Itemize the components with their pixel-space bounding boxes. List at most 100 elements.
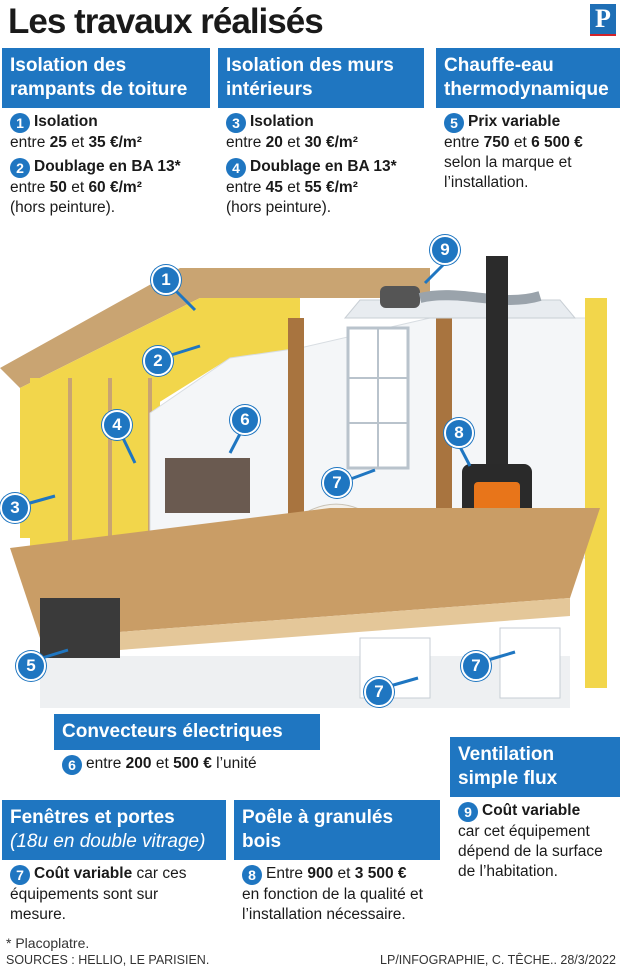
description: car ces équipements sont sur mesure. — [10, 865, 187, 923]
text: entre — [10, 134, 50, 151]
value: 900 — [307, 865, 334, 882]
note: (hors peinture). — [10, 199, 116, 216]
page-title: Les travaux réalisés — [8, 2, 324, 41]
house-cutaway-illustration — [0, 256, 607, 708]
text: entre — [444, 134, 484, 151]
item-label: Doublage en BA 13* — [250, 158, 397, 175]
marker-3: 3 — [0, 493, 30, 523]
value: 500 € — [173, 755, 212, 772]
text: entre — [10, 179, 50, 196]
value: 200 — [125, 755, 152, 772]
text: et — [509, 134, 532, 151]
text: et — [282, 179, 305, 196]
stove-pipe — [486, 256, 508, 466]
marker-6: 6 — [230, 405, 260, 435]
marker-8-badge: 8 — [242, 865, 262, 885]
marker-1: 1 — [151, 265, 181, 295]
lower-door — [499, 627, 561, 699]
panel-title: Isolation des rampants de toiture — [2, 48, 210, 108]
value: 35 €/m² — [88, 134, 142, 151]
marker-7: 7 — [364, 677, 394, 707]
credit: LP/INFOGRAPHIE, C. TÊCHE.. 28/3/2022 — [380, 953, 616, 967]
marker-1-badge: 1 — [10, 113, 30, 133]
marker-7: 7 — [461, 651, 491, 681]
value: 55 €/m² — [304, 179, 358, 196]
marker-2: 2 — [143, 346, 173, 376]
value: 25 — [49, 134, 67, 151]
wall-insulation — [30, 378, 160, 548]
item-label: Prix variable — [468, 113, 561, 130]
logo-underline — [590, 34, 616, 36]
panel-title: Fenêtres et portes (18u en double vitrag… — [2, 800, 226, 860]
marker-4-badge: 4 — [226, 158, 246, 178]
panel-title: Chauffe-eau thermodynamique — [436, 48, 620, 108]
description: car cet équipement dépend de la surface … — [458, 823, 603, 880]
marker-8: 8 — [444, 418, 474, 448]
sources: SOURCES : HELLIO, LE PARISIEN. — [6, 953, 210, 967]
panel-title: Convecteurs électriques — [54, 714, 320, 750]
panel-subtitle: (18u en double vitrage) — [10, 831, 206, 852]
item-label: Doublage en BA 13* — [34, 158, 181, 175]
text: et — [66, 134, 89, 151]
panel-title-text: Fenêtres et portes — [10, 807, 175, 828]
text: entre — [226, 134, 266, 151]
description: en fonction de la qualité et l’installat… — [242, 886, 423, 923]
text: l’unité — [211, 755, 257, 772]
marker-arrows — [29, 261, 516, 688]
marker-7: 7 — [322, 468, 352, 498]
item-label: Isolation — [250, 113, 314, 130]
text: entre — [86, 755, 126, 772]
item-label: Coût variable — [482, 802, 581, 819]
value: 6 500 € — [531, 134, 583, 151]
roof-beam — [0, 268, 430, 388]
marker-4: 4 — [102, 410, 132, 440]
value: 3 500 € — [354, 865, 407, 882]
floor-edge — [40, 598, 570, 656]
footnote: * Placoplatre. — [6, 935, 90, 951]
marker-9: 9 — [430, 235, 460, 265]
panel-title: Poêle à granulés bois — [234, 800, 440, 860]
marker-9-badge: 9 — [458, 802, 478, 822]
marker-3-badge: 3 — [226, 113, 246, 133]
wood-post — [288, 318, 304, 548]
electric-convector — [165, 458, 250, 513]
marker-2-badge: 2 — [10, 158, 30, 178]
marker-7-badge: 7 — [10, 865, 30, 885]
vent-duct — [418, 290, 542, 305]
marker-5-badge: 5 — [444, 113, 464, 133]
value: 45 — [265, 179, 283, 196]
value: 60 €/m² — [88, 179, 142, 196]
marker-5: 5 — [16, 651, 46, 681]
value: 20 — [265, 134, 283, 151]
text: Entre — [266, 865, 308, 882]
panel-title: Isolation des murs intérieurs — [218, 48, 424, 108]
item-label: Coût variable — [34, 865, 133, 882]
note: (hors peinture). — [226, 199, 332, 216]
text: et — [333, 865, 355, 882]
value: 30 €/m² — [304, 134, 358, 151]
wooden-floor — [10, 508, 600, 638]
text: entre — [226, 179, 266, 196]
vmc-unit — [380, 286, 420, 308]
right-wall-insulation — [585, 298, 607, 688]
item-label: Isolation — [34, 113, 98, 130]
panel-fenetres: Fenêtres et portes (18u en double vitrag… — [2, 800, 226, 931]
water-heater — [40, 598, 120, 658]
text: et — [151, 755, 174, 772]
text: et — [282, 134, 305, 151]
le-parisien-logo: P — [590, 4, 616, 34]
value: 50 — [49, 179, 67, 196]
